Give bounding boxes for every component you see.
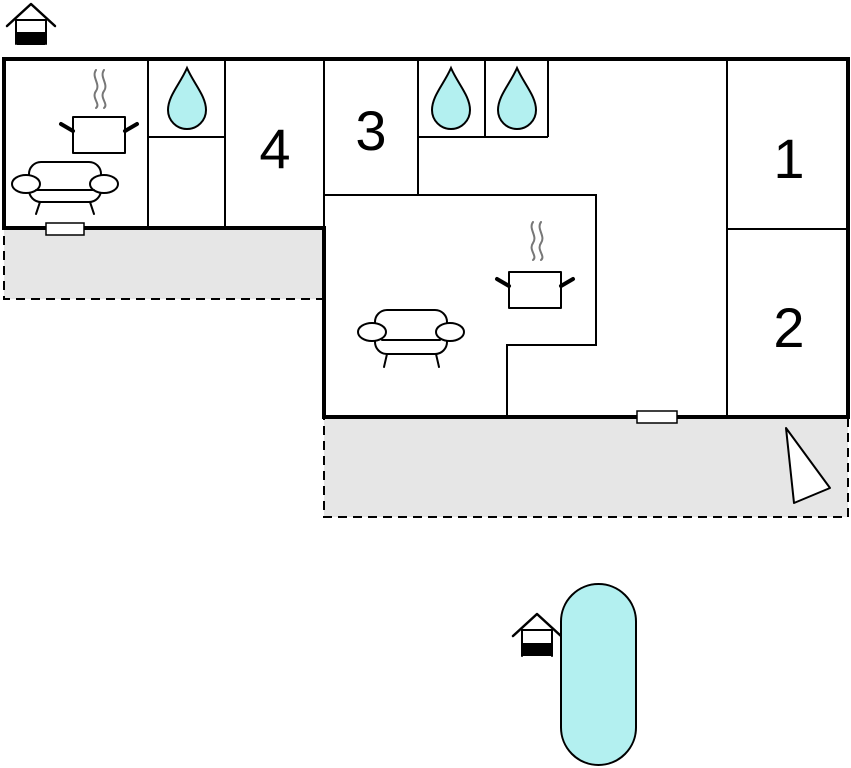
house-icon xyxy=(511,612,563,657)
room-label-2: 2 xyxy=(773,296,804,359)
terrace-right xyxy=(323,416,849,518)
cooking-pot-icon xyxy=(59,69,139,154)
north-arrow-icon xyxy=(785,427,831,504)
door-icon xyxy=(636,410,678,424)
water-drop-icon xyxy=(430,65,472,130)
water-drop-icon xyxy=(166,65,208,130)
outer-walls xyxy=(2,57,850,419)
swimming-pool-icon xyxy=(560,583,637,766)
house-icon xyxy=(5,2,57,45)
cooking-pot-icon xyxy=(495,221,575,309)
sofa-icon xyxy=(11,161,119,215)
room-label-1: 1 xyxy=(773,127,804,190)
water-drop-icon xyxy=(496,65,538,130)
interior-walls xyxy=(147,59,848,417)
door-icon xyxy=(45,222,85,236)
room-label-4: 4 xyxy=(259,117,290,180)
terrace-left xyxy=(3,227,325,300)
sofa-icon xyxy=(357,309,465,368)
room-label-3: 3 xyxy=(355,99,386,162)
